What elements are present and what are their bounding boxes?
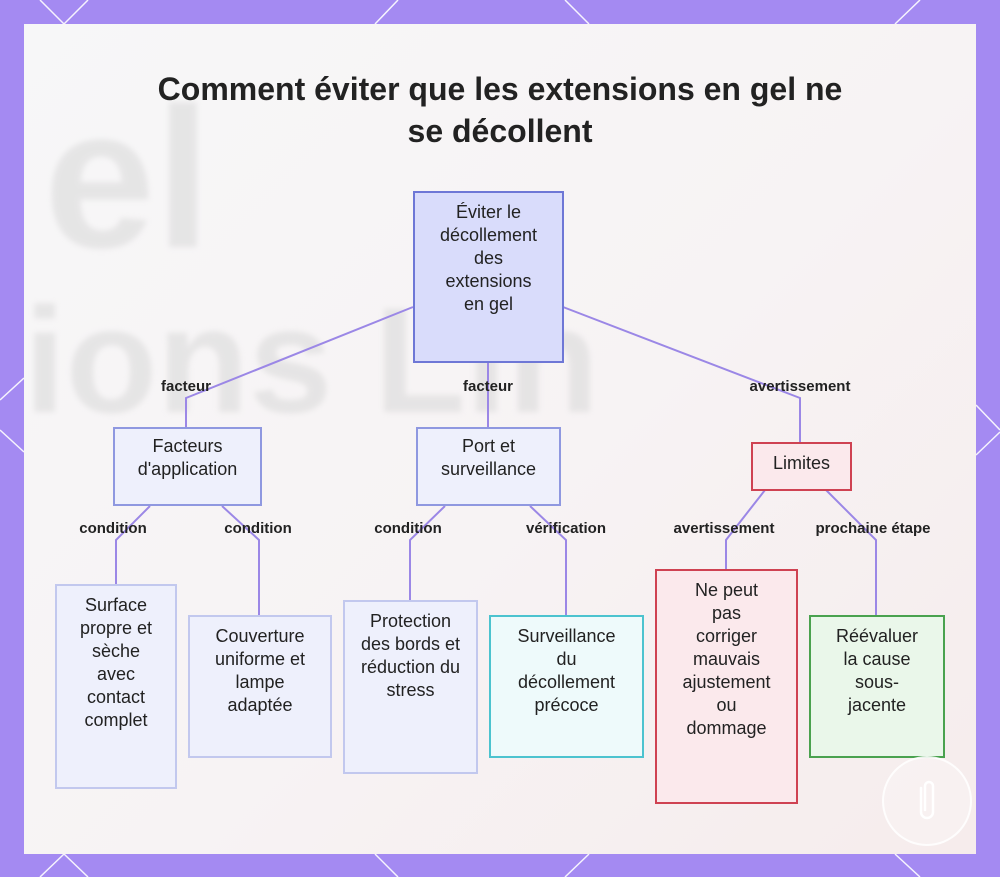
node-reevaluer-cause: Réévaluer la cause sous-jacente — [809, 615, 945, 758]
node-limites: Limites — [751, 442, 852, 491]
edge-label-facteur-application: facteur — [160, 378, 212, 395]
diagram-title: Comment éviter que les extensions en gel… — [157, 71, 843, 149]
node-surface-propre-label: Surface propre et sèche avec contact com… — [79, 595, 153, 730]
watermark-logo — [882, 756, 972, 846]
node-root-label: Éviter le décollement des extensions en … — [439, 202, 538, 314]
edge-label-condition-couverture: condition — [224, 520, 292, 537]
node-port-surveillance: Port et surveillance — [416, 427, 561, 506]
node-ne-peut-pas-corriger: Ne peut pas corriger mauvais ajustement … — [655, 569, 798, 804]
node-surface-propre: Surface propre et sèche avec contact com… — [55, 584, 177, 789]
edge-root-application — [185, 306, 414, 428]
node-surveillance-decollement: Surveillance du décollement précoce — [489, 615, 644, 758]
node-facteurs-application-label: Facteurs d'application — [137, 436, 238, 479]
edge-application-surface — [115, 505, 151, 585]
edge-limites-reevaluer — [825, 489, 877, 616]
edge-label-avertissement-corriger: avertissement — [673, 520, 775, 537]
edge-application-couverture — [221, 505, 260, 616]
paperclip-icon — [919, 780, 935, 820]
edge-label-condition-surface: condition — [79, 520, 147, 537]
node-couverture-uniforme-label: Couverture uniforme et lampe adaptée — [214, 626, 306, 715]
node-ne-peut-pas-corriger-label: Ne peut pas corriger mauvais ajustement … — [682, 580, 771, 738]
edge-label-condition-protection: condition — [374, 520, 442, 537]
node-protection-bords: Protection des bords et réduction du str… — [343, 600, 478, 774]
background-text: el — [44, 67, 211, 290]
node-reevaluer-cause-label: Réévaluer la cause sous-jacente — [835, 626, 919, 715]
node-couverture-uniforme: Couverture uniforme et lampe adaptée — [188, 615, 332, 758]
node-protection-bords-label: Protection des bords et réduction du str… — [360, 611, 461, 700]
node-root: Éviter le décollement des extensions en … — [413, 191, 564, 363]
node-port-surveillance-label: Port et surveillance — [440, 436, 537, 479]
node-surveillance-decollement-label: Surveillance du décollement précoce — [517, 626, 616, 715]
edge-port-protection — [409, 505, 446, 601]
edge-label-prochaine-etape: prochaine étape — [815, 520, 931, 537]
node-limites-label: Limites — [772, 453, 830, 473]
edge-port-surveillance — [529, 505, 567, 616]
node-facteurs-application: Facteurs d'application — [113, 427, 262, 506]
edge-label-facteur-port: facteur — [462, 378, 514, 395]
edge-limites-corriger — [725, 489, 766, 570]
edge-label-verification: vérification — [525, 520, 607, 537]
edge-root-limites — [562, 306, 801, 443]
edge-label-avertissement-limites: avertissement — [749, 378, 851, 395]
